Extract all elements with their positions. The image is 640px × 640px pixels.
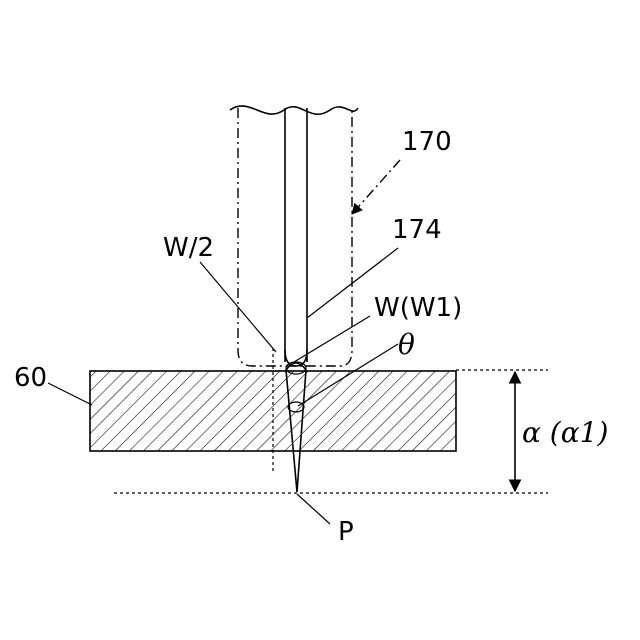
label-depth: α (α1) xyxy=(522,416,608,449)
label-half-width: W/2 xyxy=(163,233,214,263)
label-point-p: P xyxy=(338,517,354,547)
leader-170 xyxy=(352,160,400,214)
label-174: 174 xyxy=(392,215,442,245)
break-line xyxy=(230,106,358,114)
label-170: 170 xyxy=(402,127,452,157)
label-angle: θ xyxy=(398,328,415,361)
leader-p xyxy=(297,494,330,524)
label-width: W(W1) xyxy=(374,293,462,323)
leader-60 xyxy=(48,383,92,405)
leader-width xyxy=(294,316,370,362)
label-60: 60 xyxy=(14,363,47,393)
